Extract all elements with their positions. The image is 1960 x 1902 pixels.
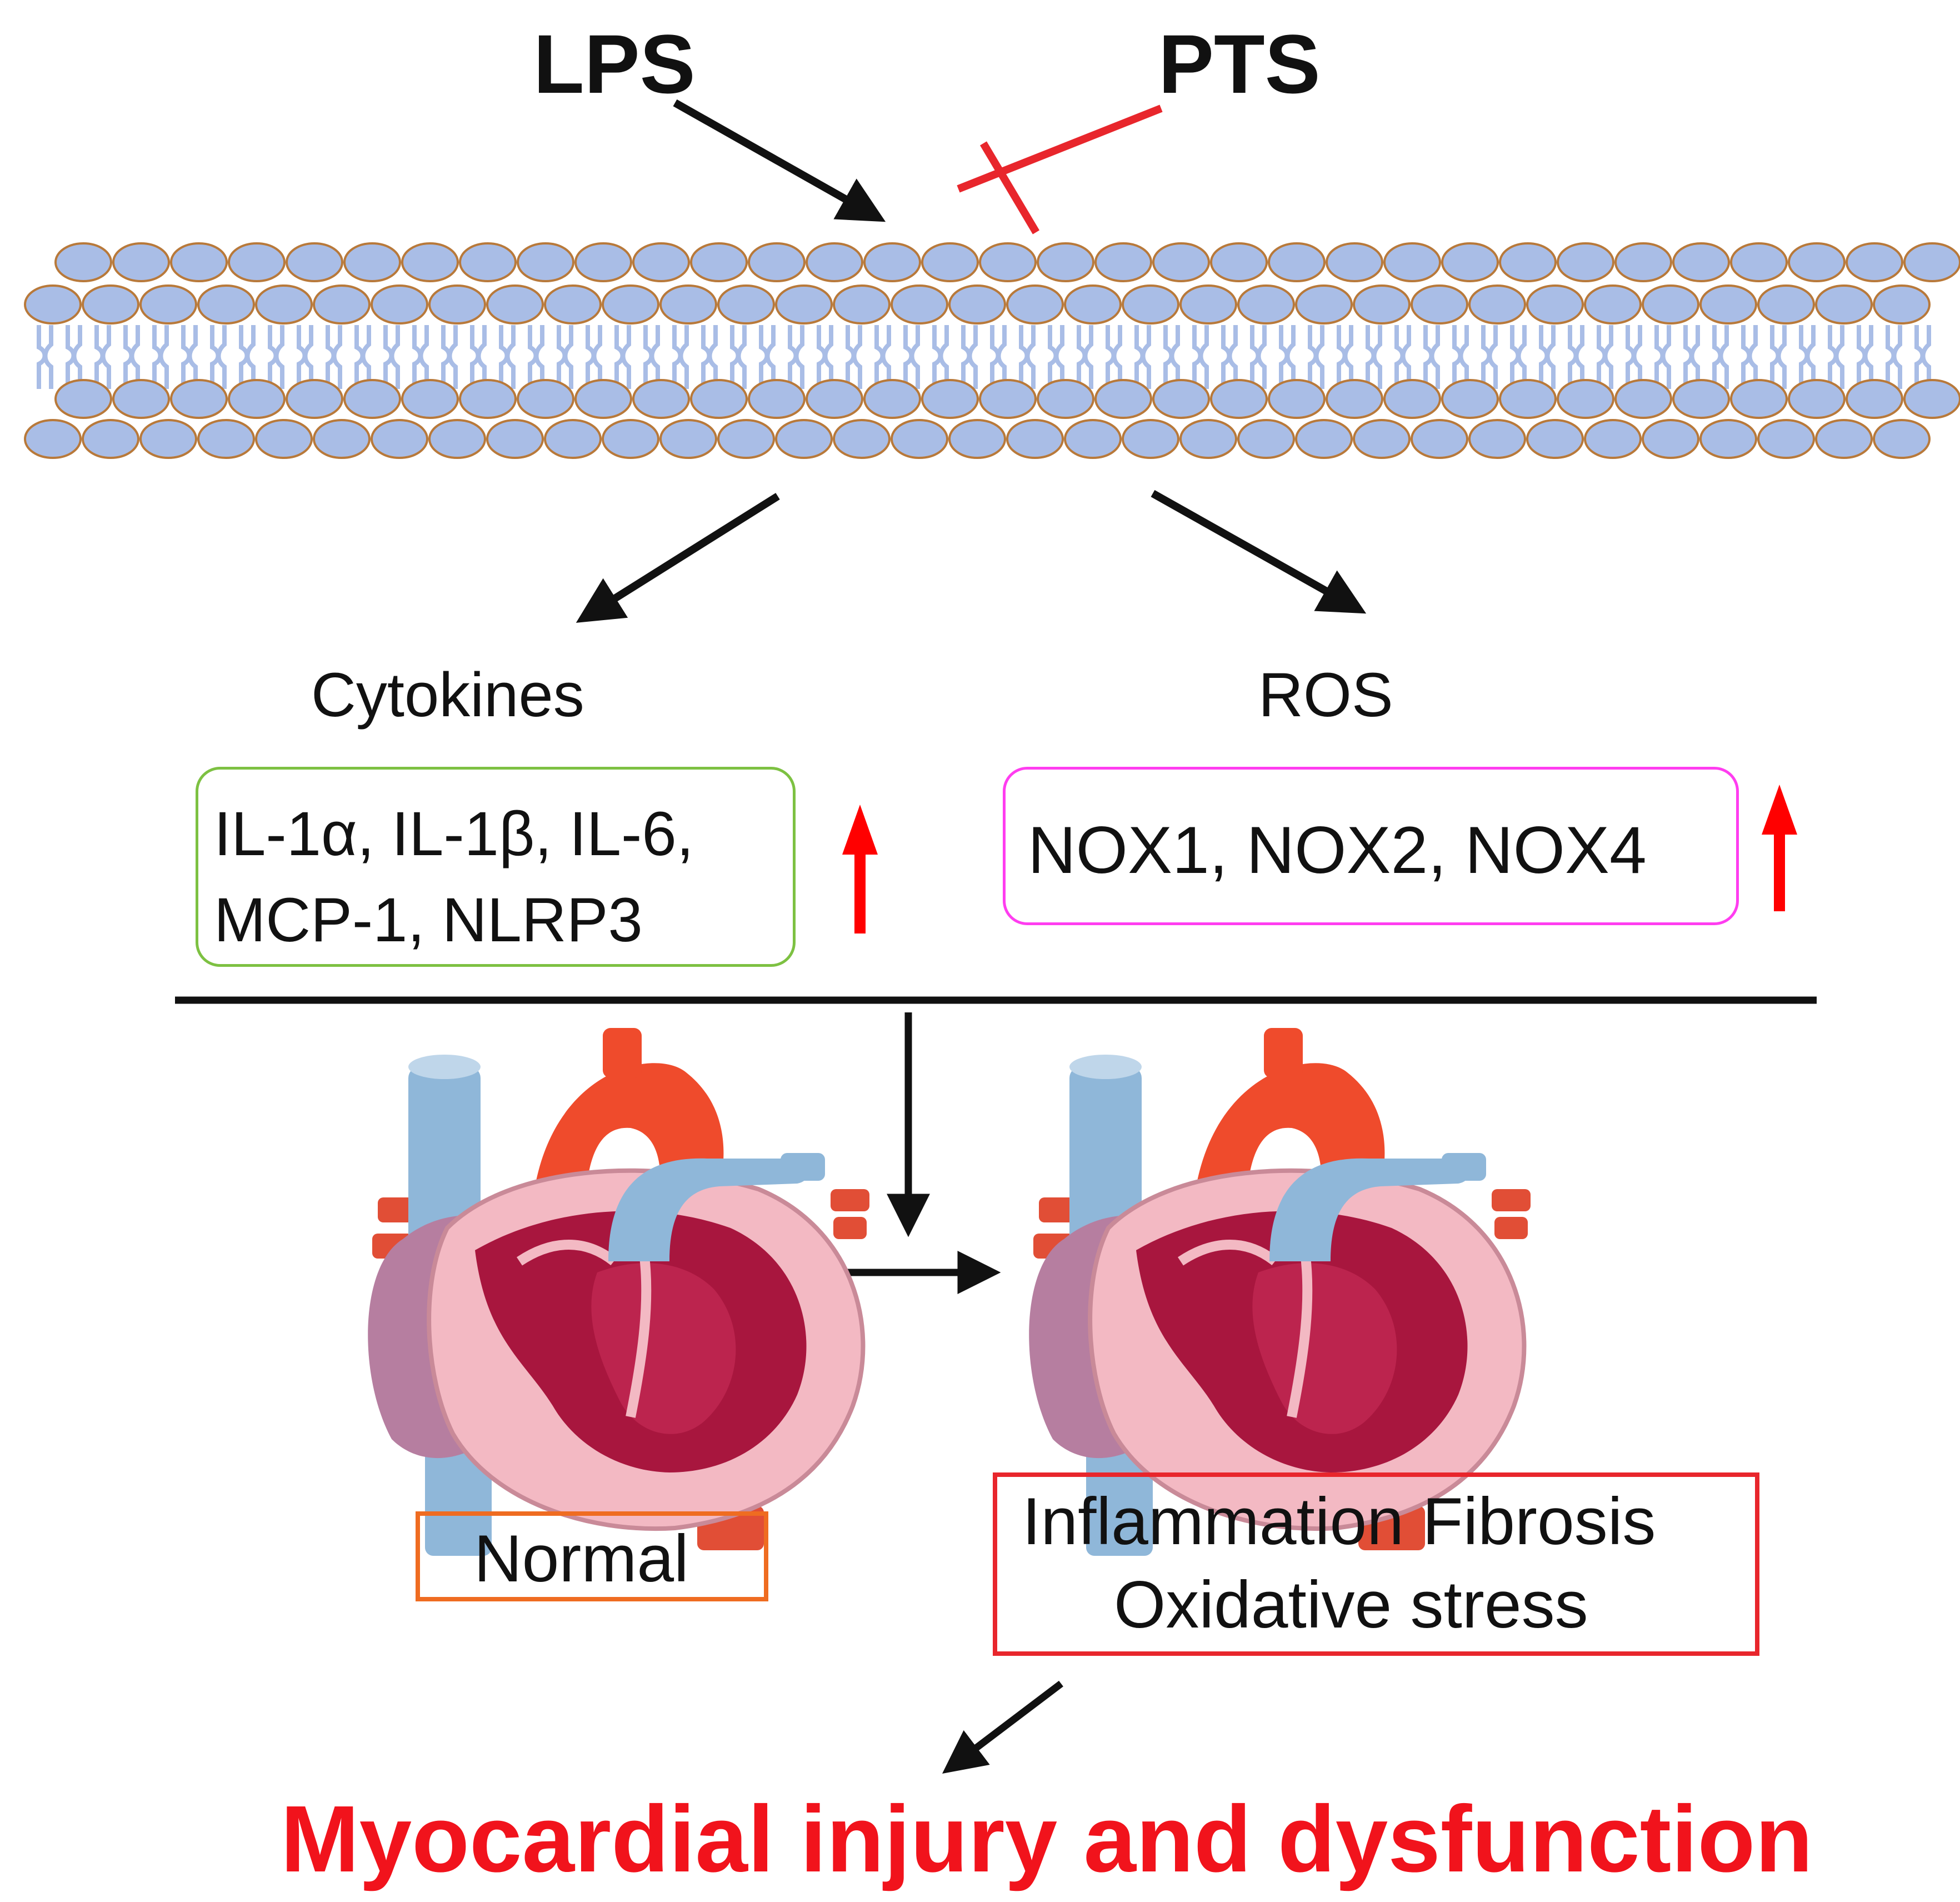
- cytokines-box: [196, 767, 796, 967]
- lps-arrow: [673, 99, 886, 222]
- outcome-box: [993, 1472, 1759, 1656]
- cytokines-list-line1: IL-1α, IL-1β, IL-6,: [214, 799, 694, 868]
- normal-box: [416, 1511, 768, 1601]
- lipid-tails: [37, 325, 1931, 389]
- ros-title: ROS: [1258, 660, 1393, 730]
- pts-label: PTS: [1158, 17, 1321, 111]
- ros-box: [1003, 767, 1739, 925]
- lps-label: LPS: [533, 17, 696, 111]
- arrow-to-final: [942, 1680, 1063, 1774]
- arrow-to-cytokines: [576, 493, 780, 623]
- normal-heart-icon: [368, 1028, 869, 1556]
- cytokines-up-arrow: [842, 805, 878, 933]
- cytokines-list-line2: MCP-1, NLRP3: [214, 885, 643, 955]
- arrow-to-ros: [1151, 490, 1367, 614]
- outcome-line2: Oxidative stress: [1114, 1567, 1588, 1642]
- ros-up-arrow: [1762, 785, 1797, 911]
- lipid-heads: [24, 242, 1960, 459]
- ros-markers: NOX1, NOX2, NOX4: [1028, 813, 1647, 887]
- pts-inhibition: [957, 104, 1163, 234]
- normal-label: Normal: [474, 1521, 689, 1596]
- final-outcome: Myocardial injury and dysfunction: [281, 1786, 1813, 1892]
- outcome-line1: Inflammation Fibrosis: [1022, 1484, 1656, 1559]
- cytokines-title: Cytokines: [311, 660, 584, 730]
